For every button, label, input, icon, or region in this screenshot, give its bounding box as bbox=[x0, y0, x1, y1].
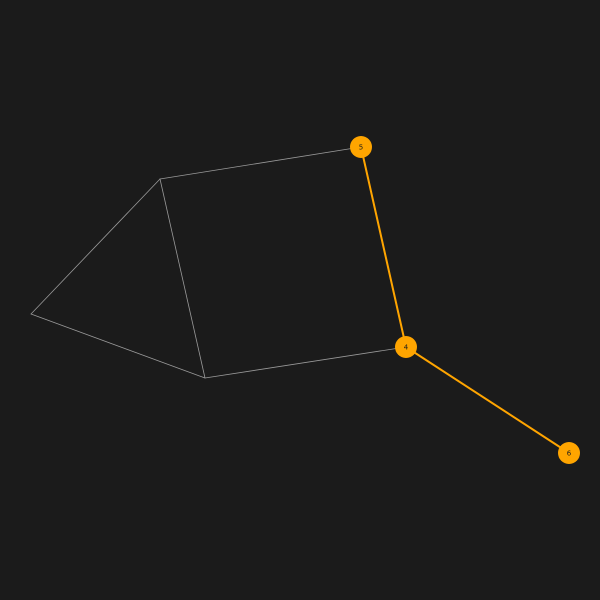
node-circle bbox=[395, 336, 417, 358]
edge-c-n4 bbox=[204, 346, 407, 379]
edge-a-c bbox=[30, 313, 206, 379]
edge-b-n5 bbox=[159, 146, 362, 180]
edge-n4-n6 bbox=[405, 346, 570, 454]
graph-node-6[interactable]: 6 bbox=[558, 442, 580, 464]
node-circle bbox=[350, 136, 372, 158]
nodes-layer: 4 5 6 bbox=[350, 136, 580, 464]
edge-b-a bbox=[30, 178, 161, 315]
node-label: 5 bbox=[359, 144, 363, 152]
edge-n5-n4 bbox=[360, 146, 407, 348]
node-circle bbox=[558, 442, 580, 464]
edge-b-c bbox=[159, 178, 206, 379]
node-label: 6 bbox=[567, 450, 572, 458]
edges-layer bbox=[30, 146, 570, 454]
node-label: 4 bbox=[404, 344, 409, 352]
graph-node-5[interactable]: 5 bbox=[350, 136, 372, 158]
graph-node-4[interactable]: 4 bbox=[395, 336, 417, 358]
